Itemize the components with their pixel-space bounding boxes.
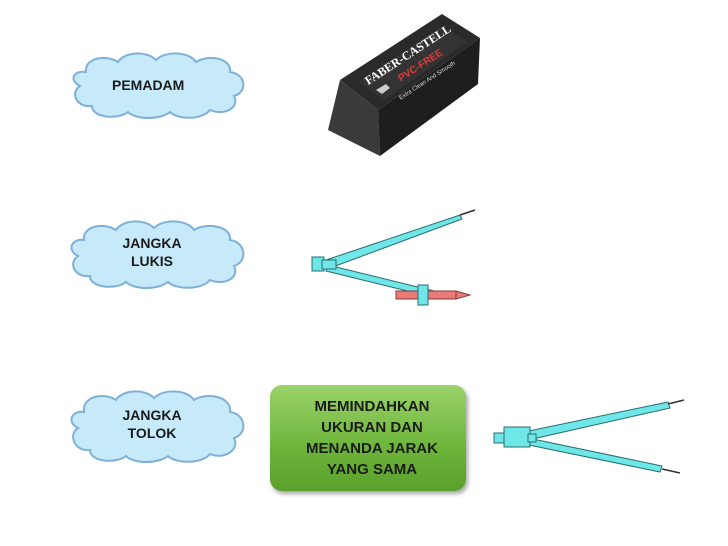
item-label-pemadam: PEMADAM [112,77,185,93]
item-label-jangka-lukis: JANGKA LUKIS [122,235,182,269]
item-label-jangka-tolok: JANGKA TOLOK [122,407,182,441]
description-text: MEMINDAHKAN UKURAN DAN MENANDA JARAK YAN… [306,398,438,478]
cloud-shape [70,390,245,463]
eraser-image: FABER-CASTELL PVC-FREE Extra Clean And S… [318,2,488,172]
divider-compass-image [488,386,688,482]
cloud-jangka-tolok: JANGKA TOLOK [64,388,250,464]
cloud-pemadam: PEMADAM [66,50,250,120]
cloud-shape [70,220,245,289]
cloud-jangka-lukis: JANGKA LUKIS [64,218,250,290]
description-box: MEMINDAHKAN UKURAN DAN MENANDA JARAK YAN… [270,385,466,491]
drawing-compass-image [300,205,480,310]
cloud-shape [72,52,245,119]
